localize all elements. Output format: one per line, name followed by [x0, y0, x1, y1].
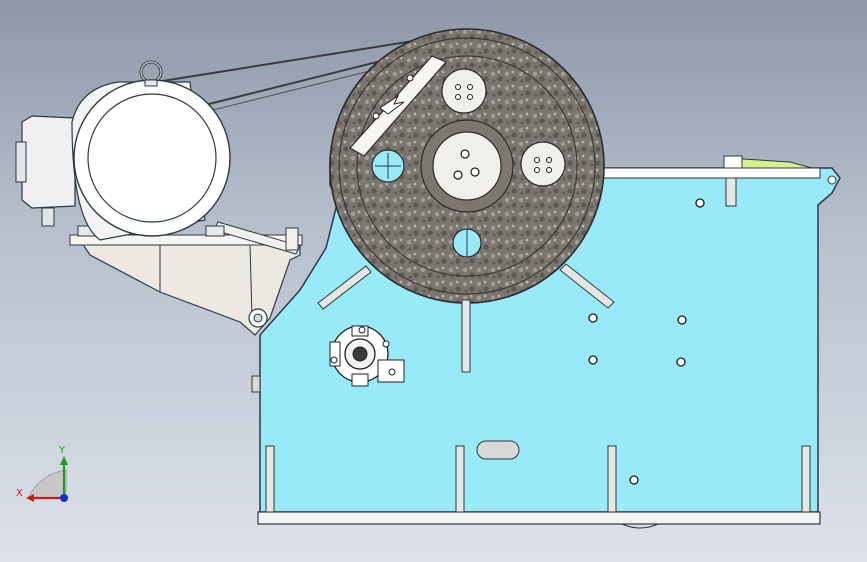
- electric-motor: [15, 60, 231, 241]
- coordinate-triad: X Y: [16, 445, 68, 502]
- motor-base-bracket: [69, 221, 303, 336]
- z-axis-marker: [60, 494, 68, 502]
- side-tab: [251, 375, 261, 393]
- bearing-assembly: [329, 325, 405, 387]
- flywheel: [329, 28, 605, 304]
- x-axis-label: X: [16, 488, 23, 499]
- y-axis-label: Y: [58, 445, 66, 456]
- frame-ribs: [317, 263, 615, 373]
- adjust-wedge: [723, 155, 813, 169]
